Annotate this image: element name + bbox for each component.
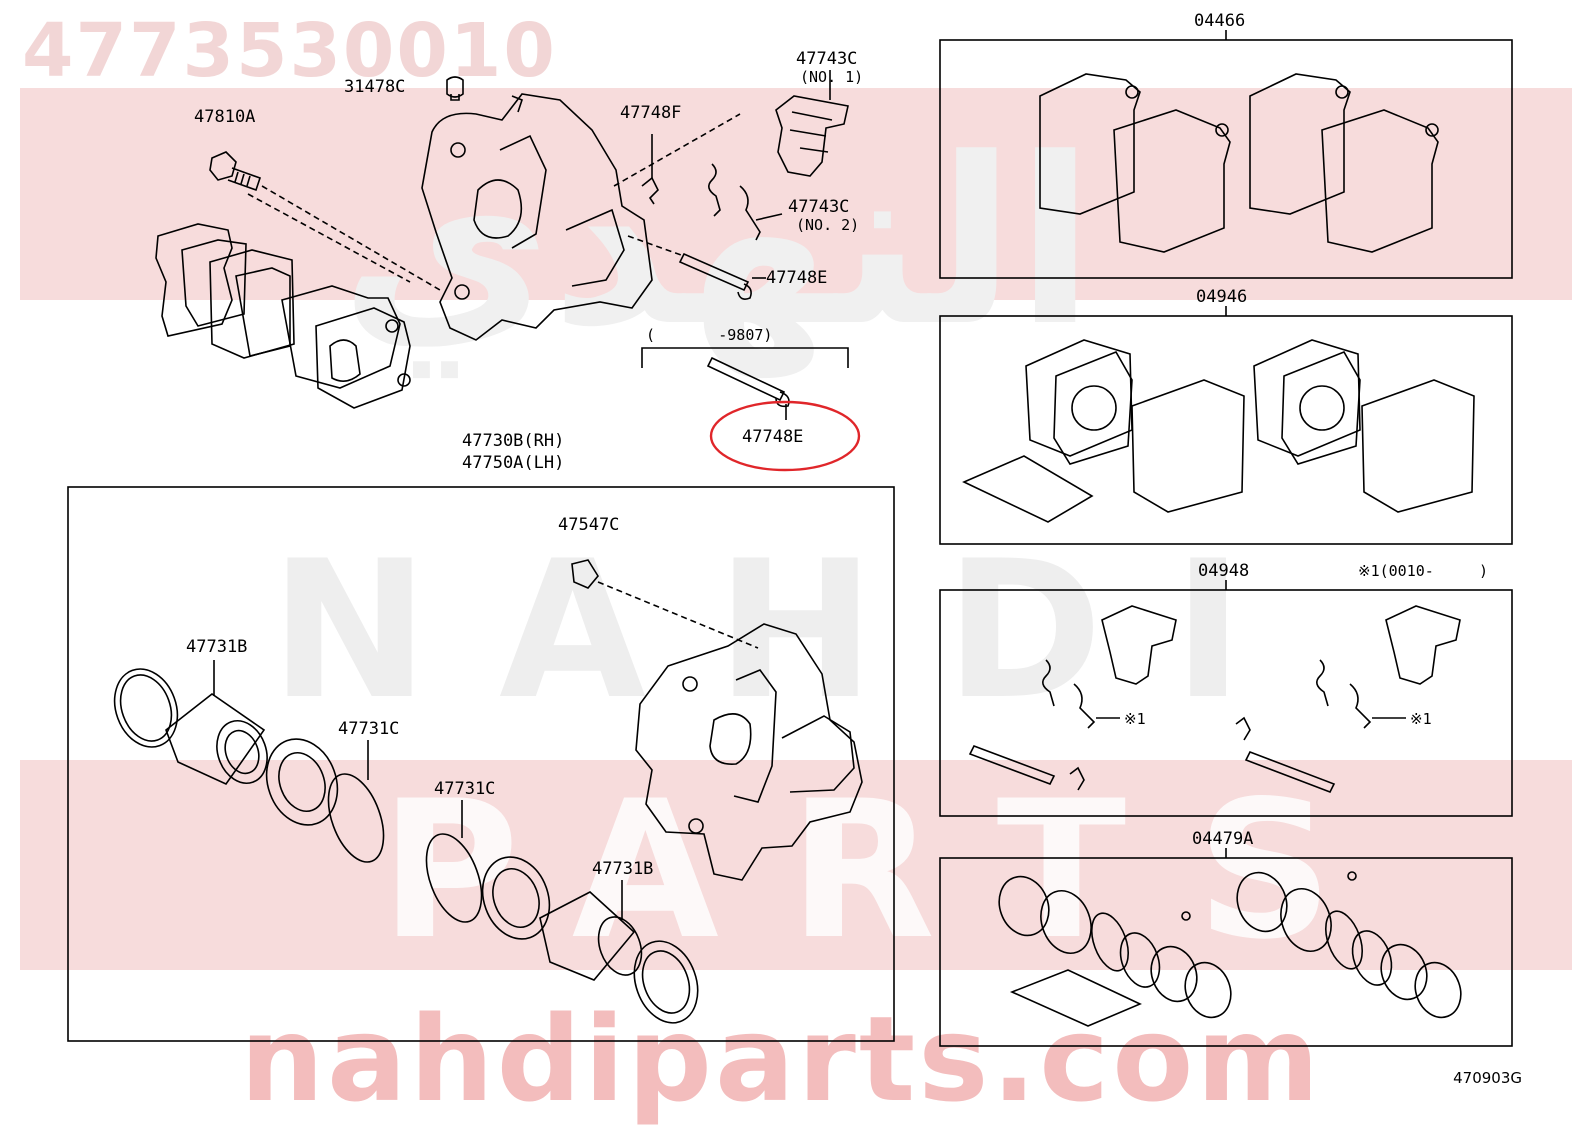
callout-47743C-no2-note: (NO. 2) bbox=[796, 216, 859, 234]
clip-47748F-drawing bbox=[641, 176, 659, 205]
callout-47748E-top: 47748E bbox=[766, 268, 827, 288]
highlight-ring bbox=[709, 400, 861, 472]
watermark-brand-arabic: النهدي bbox=[340, 110, 1095, 377]
kit-box-04946 bbox=[939, 315, 1513, 545]
kit-04946-shims-drawing bbox=[962, 339, 1475, 523]
plug-31478C-drawing bbox=[446, 76, 464, 101]
bolt-47810A-drawing bbox=[209, 151, 262, 192]
kit-label-04479A: 04479A bbox=[1192, 829, 1253, 849]
kit-label-04946: 04946 bbox=[1196, 287, 1247, 307]
parts-diagram: 31478C 47810A 47748F 47743C (NO. 1) 4774… bbox=[67, 11, 1513, 1047]
kit-box-04479A bbox=[939, 857, 1513, 1047]
kit-box-04948 bbox=[939, 589, 1513, 817]
callout-47731B-right: 47731B bbox=[592, 859, 653, 879]
kit-04948-note: ※1(0010- ) bbox=[1358, 562, 1488, 580]
diagram-stage: 4773530010 النهدي NAHDI PARTS nahdiparts… bbox=[20, 8, 1572, 1128]
callout-47750A-lh: 47750A(LH) bbox=[462, 453, 564, 473]
bracket-9807 bbox=[641, 347, 849, 368]
figure-id: 470903G bbox=[1453, 1069, 1522, 1087]
callout-47743C-no1-note: (NO. 1) bbox=[800, 68, 863, 86]
callout-47810A: 47810A bbox=[194, 107, 255, 127]
callout-47547C: 47547C bbox=[558, 515, 619, 535]
anti-rattle-clip-no1-drawing bbox=[775, 70, 849, 177]
kit-04479A-seals-drawing bbox=[998, 871, 1462, 1027]
seal-kit-left-drawing bbox=[113, 668, 385, 863]
kit-04948-hardware-drawing bbox=[968, 605, 1461, 794]
kit-04948-ref-2: ※1 bbox=[1410, 710, 1432, 728]
seal-kit-right-drawing bbox=[425, 833, 699, 1024]
callout-47748E-highlight: 47748E bbox=[742, 427, 803, 447]
caliper-cylinder-drawing bbox=[635, 623, 863, 881]
bleeder-47547C-drawing bbox=[571, 559, 599, 589]
watermark-band-top bbox=[20, 88, 1572, 300]
caliper-upper-drawing bbox=[421, 93, 653, 341]
kit-04948-ref-1: ※1 bbox=[1124, 710, 1146, 728]
spring-no2-drawing bbox=[708, 163, 783, 241]
callout-47748F: 47748F bbox=[620, 103, 681, 123]
callout-bracket-9807: ( -9807) bbox=[646, 326, 772, 344]
caliper-kit-box bbox=[67, 486, 895, 1042]
pin-47748E-top-drawing bbox=[678, 252, 752, 300]
callout-47731B-left: 47731B bbox=[186, 637, 247, 657]
pin-47748E-highlight-drawing bbox=[706, 356, 790, 420]
watermark-part-number: 4773530010 bbox=[22, 8, 557, 94]
kit-label-04948: 04948 bbox=[1198, 561, 1249, 581]
kit-04466-pads-drawing bbox=[1039, 73, 1439, 253]
callout-47743C-no2: 47743C bbox=[788, 197, 849, 217]
kit-label-04466: 04466 bbox=[1194, 11, 1245, 31]
callout-47731C-upper: 47731C bbox=[338, 719, 399, 739]
callout-31478C: 31478C bbox=[344, 77, 405, 97]
callout-47743C-no1: 47743C bbox=[796, 49, 857, 69]
watermark-band-bottom bbox=[20, 760, 1572, 970]
brake-pads-left-drawing bbox=[155, 223, 411, 409]
callout-47731C-lower: 47731C bbox=[434, 779, 495, 799]
callout-47730B-rh: 47730B(RH) bbox=[462, 431, 564, 451]
